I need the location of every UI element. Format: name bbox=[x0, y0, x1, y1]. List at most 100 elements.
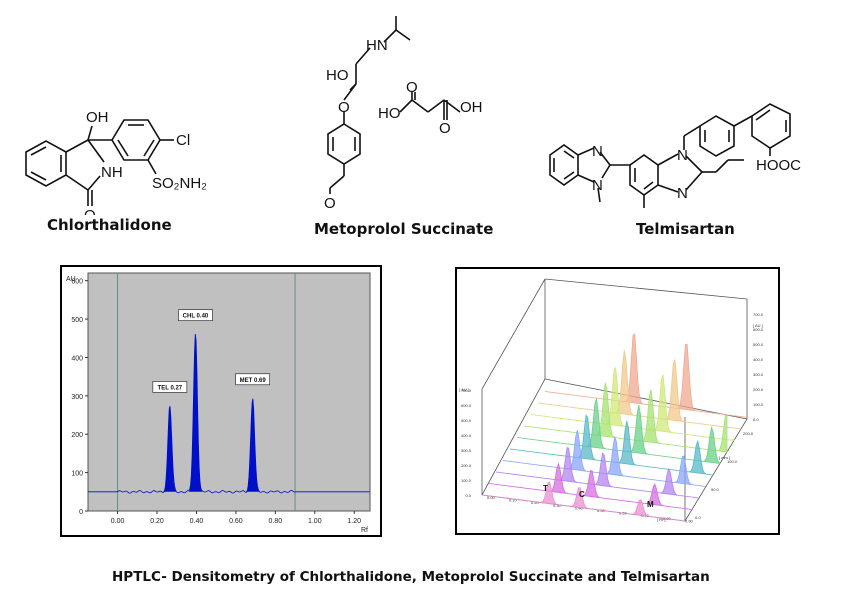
peak-letter-label: C bbox=[579, 490, 585, 499]
box-edge bbox=[481, 278, 546, 390]
peak-label: TEL 0.27 bbox=[158, 385, 183, 391]
x-tick-label: 1.20 bbox=[347, 518, 361, 525]
track-trace bbox=[544, 333, 749, 418]
right-tick-label: 500.0 bbox=[753, 342, 764, 347]
y-tick-label: 0 bbox=[79, 509, 83, 516]
y-tick-label: 400 bbox=[71, 355, 83, 362]
x-tick-label: 0.60 bbox=[229, 518, 243, 525]
figure-caption: HPTLC- Densitometry of Chlorthalidone, M… bbox=[112, 569, 710, 585]
rf-tick-label: 0.20 bbox=[531, 500, 540, 505]
left-tick-label: 600.0 bbox=[461, 403, 472, 408]
x-tick-label: 0.00 bbox=[111, 518, 125, 525]
rf-tick-label: 0.90 bbox=[685, 518, 694, 523]
telmisartan-n2-label: N bbox=[592, 177, 603, 194]
track-trace bbox=[516, 398, 721, 464]
depth-tick-label: 100.0 bbox=[727, 459, 738, 464]
left-tick-label: 0.0 bbox=[465, 493, 471, 498]
peak bbox=[159, 405, 180, 492]
telmisartan-n1-label: N bbox=[592, 143, 603, 160]
y-tick-label: 200 bbox=[71, 432, 83, 439]
y-axis-title: AU bbox=[66, 276, 76, 283]
left-tick-label: 200.0 bbox=[461, 463, 472, 468]
track-trace bbox=[488, 462, 693, 510]
metoprolol-succinate-name: Metoprolol Succinate bbox=[314, 220, 494, 238]
right-tick-label: 700.0 bbox=[753, 312, 764, 317]
x-tick-label: 1.00 bbox=[308, 518, 322, 525]
rf-tick-label: 0.30 bbox=[553, 503, 562, 508]
box-edge bbox=[481, 378, 546, 496]
telmisartan-n3-label: N bbox=[677, 147, 688, 164]
chlorthalidone-structure: OH Cl NH O SO₂NH₂ bbox=[25, 109, 207, 215]
left-tick-label: 500.0 bbox=[461, 418, 472, 423]
succinate-oh-label: OH bbox=[460, 99, 483, 116]
peak-label-box bbox=[235, 373, 271, 386]
x-tick-label: 0.40 bbox=[190, 518, 204, 525]
right-tick-label: 300.0 bbox=[753, 372, 764, 377]
overlay-3d-chart: 0.0100.0200.0300.0400.0500.0600.0700.0[ … bbox=[459, 278, 764, 523]
plot-area bbox=[87, 272, 371, 512]
left-tick-label: 400.0 bbox=[461, 433, 472, 438]
y-tick-label: 300 bbox=[71, 394, 83, 401]
chlorthalidone-o-label: O bbox=[84, 207, 96, 215]
right-axis-title: [ AU ] bbox=[753, 323, 763, 328]
peak bbox=[185, 333, 206, 492]
y-tick-label: 500 bbox=[71, 317, 83, 324]
peak-letter-label: T bbox=[543, 484, 548, 493]
telmisartan-structure: N N N N HOOC bbox=[549, 103, 801, 208]
peak-label: CHL 0.40 bbox=[183, 314, 209, 320]
succinate-o-right-label: O bbox=[439, 120, 451, 137]
metoprolol-methoxy-o-label: O bbox=[324, 195, 336, 212]
left-tick-label: 700.0 bbox=[461, 388, 472, 393]
telmisartan-hooc-label: HOOC bbox=[756, 157, 801, 174]
depth-axis-title: [ mm ] bbox=[719, 455, 730, 460]
y-tick-label: 100 bbox=[71, 471, 83, 478]
track-trace bbox=[530, 367, 735, 441]
rf-tick-label: 0.10 bbox=[509, 498, 518, 503]
metoprolol-ether-o-label: O bbox=[338, 99, 350, 116]
rf-tick-label: 0.80 bbox=[663, 516, 672, 521]
metoprolol-hn-label: HN bbox=[366, 37, 388, 54]
left-tick-label: 300.0 bbox=[461, 448, 472, 453]
peak-letter-label: M bbox=[647, 500, 654, 509]
metoprolol-ho-label: HO bbox=[326, 67, 349, 84]
x-tick-label: 0.20 bbox=[150, 518, 164, 525]
rf-axis-title: [ Rf ] bbox=[657, 517, 665, 522]
right-tick-label: 100.0 bbox=[753, 402, 764, 407]
peak-label-box bbox=[178, 309, 213, 322]
succinate-ho-label: HO bbox=[378, 105, 401, 122]
x-axis-title: Rf bbox=[361, 527, 368, 534]
depth-tick-label: 0.0 bbox=[695, 515, 701, 520]
rf-tick-label: 0.40 bbox=[575, 505, 584, 510]
box-edge bbox=[544, 378, 748, 420]
peak-label-box bbox=[152, 381, 188, 393]
chlorthalidone-oh-label: OH bbox=[86, 109, 109, 126]
box-edge bbox=[684, 418, 748, 522]
right-tick-label: 0.0 bbox=[753, 417, 759, 422]
telmisartan-name: Telmisartan bbox=[636, 220, 735, 238]
depth-tick-label: 200.0 bbox=[743, 431, 754, 436]
rf-tick-label: 0.00 bbox=[487, 495, 496, 500]
track-trace bbox=[481, 481, 686, 522]
peak-label: MET 0.69 bbox=[240, 378, 267, 384]
signal-trace bbox=[88, 333, 370, 494]
chlorthalidone-so2nh2-label: SO₂NH₂ bbox=[152, 175, 207, 192]
track-trace bbox=[495, 447, 700, 499]
depth-tick-label: 50.0 bbox=[711, 487, 720, 492]
telmisartan-n4-label: N bbox=[677, 185, 688, 202]
right-tick-label: 400.0 bbox=[753, 357, 764, 362]
y-tick-label: 600 bbox=[71, 279, 83, 286]
chlorthalidone-nh-label: NH bbox=[101, 164, 123, 181]
left-axis-title: [ AU ] bbox=[459, 387, 469, 392]
chlorthalidone-name: Chlorthalidone bbox=[47, 216, 172, 234]
right-tick-label: 200.0 bbox=[753, 387, 764, 392]
x-tick-label: 0.80 bbox=[269, 518, 283, 525]
left-tick-label: 100.0 bbox=[461, 478, 472, 483]
metoprolol-succinate-structure: HN HO O O HO OH O O bbox=[324, 16, 483, 212]
peak bbox=[242, 397, 263, 492]
chlorthalidone-cl-label: Cl bbox=[176, 132, 190, 149]
box-edge bbox=[544, 278, 748, 300]
succinate-o-left-label: O bbox=[406, 79, 418, 96]
